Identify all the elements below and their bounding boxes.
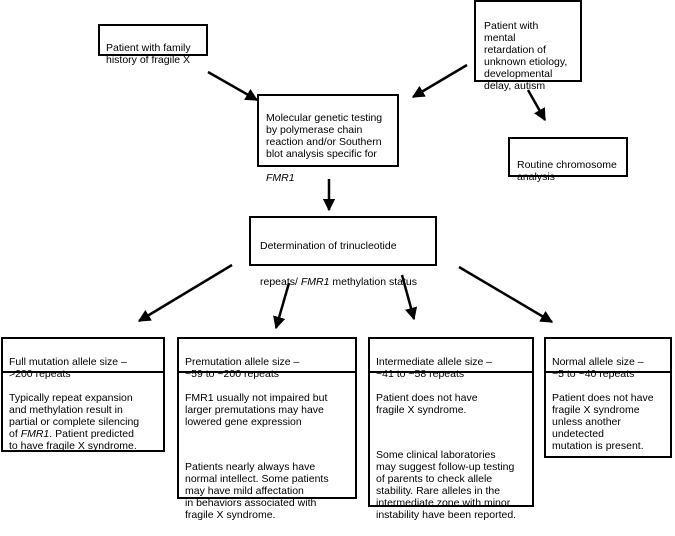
arrow-determination-to-premutation xyxy=(273,282,291,330)
determination-gene: FMR1 xyxy=(300,276,330,288)
molecular-testing-box: Molecular genetic testing by polymerase … xyxy=(257,94,399,184)
determination-box: Determination of trinucleotide repeats/ … xyxy=(249,216,437,288)
premutation-body2: Patients nearly always have normal intel… xyxy=(185,461,329,521)
normal-body: Patient does not have fragile X syndrome… xyxy=(552,392,654,452)
intermediate-body2: Some clinical laboratories may suggest f… xyxy=(376,449,517,521)
full-mutation-body-pre: Typically repeat expansion and methylati… xyxy=(9,392,140,440)
determination-line2-pre: repeats/ xyxy=(260,276,301,288)
determination-line2-post: methylation status xyxy=(329,276,417,288)
premutation-box: Premutation allele size – ~59 to ~200 re… xyxy=(177,337,357,521)
full-mutation-header: Full mutation allele size – >200 repeats xyxy=(9,356,127,380)
determination-line1: Determination of trinucleotide xyxy=(260,240,397,252)
intermediate-box: Intermediate allele size – ~41 to ~58 re… xyxy=(368,337,534,521)
arrow-mr-to-testing xyxy=(411,63,468,99)
molecular-testing-gene: FMR1 xyxy=(266,172,295,184)
arrow-determination-to-full xyxy=(137,263,233,323)
determination-line2: repeats/ FMR1 methylation status xyxy=(260,264,426,288)
premutation-divider xyxy=(179,371,355,373)
arrow-family-to-testing xyxy=(207,70,259,102)
arrows-layer xyxy=(137,63,554,330)
arrow-mr-to-routine xyxy=(526,89,547,122)
intermediate-body1: Patient does not have fragile X syndrome… xyxy=(376,392,478,416)
mental-retardation-box: Patient with mental retardation of unkno… xyxy=(474,0,582,92)
routine-chromosome-box: Routine chromosome analysis xyxy=(508,137,628,183)
full-mutation-box: Full mutation allele size – >200 repeats… xyxy=(1,337,165,452)
family-history-text: Patient with family history of fragile X xyxy=(106,42,191,66)
arrow-determination-to-intermediate xyxy=(400,274,418,321)
intermediate-divider xyxy=(370,371,532,373)
full-mutation-gene: FMR1 xyxy=(20,428,50,440)
family-history-box: Patient with family history of fragile X xyxy=(98,24,208,66)
arrow-determination-to-normal xyxy=(458,265,554,324)
full-mutation-divider xyxy=(3,371,163,373)
mental-retardation-text: Patient with mental retardation of unkno… xyxy=(484,20,568,92)
normal-divider xyxy=(546,371,670,373)
full-mutation-body-post: . Patient predicted to have fragile X sy… xyxy=(9,428,137,452)
routine-chromosome-text: Routine chromosome analysis xyxy=(517,159,617,183)
premutation-body1: FMR1 usually not impaired but larger pre… xyxy=(185,392,328,428)
molecular-testing-text: Molecular genetic testing by polymerase … xyxy=(266,112,383,160)
normal-box: Normal allele size – ~5 to ~40 repeats P… xyxy=(544,337,672,458)
full-mutation-body: Typically repeat expansion and methylati… xyxy=(3,377,163,455)
